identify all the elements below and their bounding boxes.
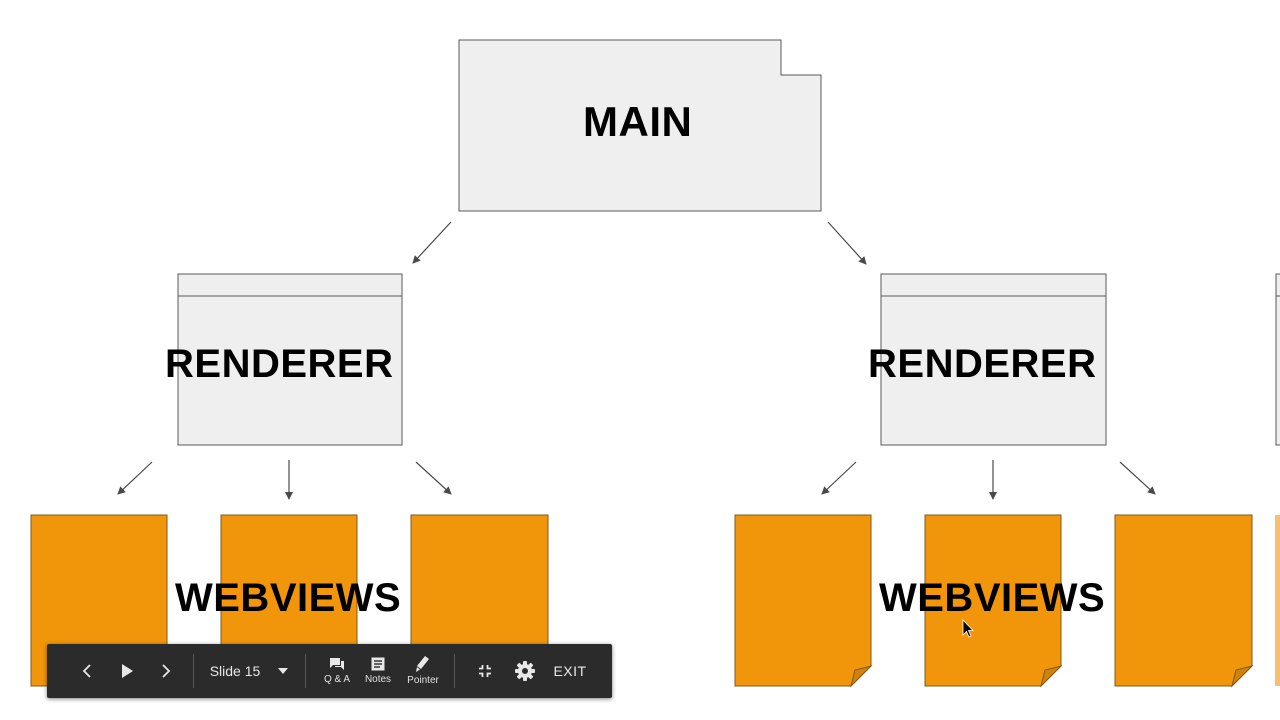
- arrow-renderer-left-to-webview-1: [117, 461, 153, 495]
- partial-webview-edge: [1275, 515, 1280, 686]
- arrow-main-to-renderer-right: [827, 221, 867, 265]
- gear-icon: [515, 661, 535, 681]
- exit-button[interactable]: EXIT: [549, 644, 591, 698]
- chevron-right-icon: [162, 664, 171, 678]
- caret-down-icon: [278, 668, 289, 674]
- exit-fullscreen-button[interactable]: [471, 644, 499, 698]
- exit-label: EXIT: [553, 663, 587, 679]
- laser-pointer-icon: [416, 656, 429, 672]
- toolbar-separator: [193, 654, 194, 688]
- play-button[interactable]: [113, 644, 141, 698]
- webview-page-right-3: [1114, 514, 1254, 688]
- play-icon: [122, 664, 133, 678]
- main-label: MAIN: [583, 98, 693, 145]
- webview-page-right-1: [734, 514, 873, 688]
- pointer-button[interactable]: Pointer: [402, 644, 444, 698]
- webview-page-right-2: [924, 514, 1063, 688]
- arrow-renderer-left-to-webview-3: [415, 461, 452, 495]
- exit-fullscreen-icon: [479, 665, 491, 677]
- webviews-right-label: WEBVIEWS: [879, 576, 1106, 620]
- arrow-renderer-right-to-webview-3: [1119, 461, 1156, 495]
- next-slide-button[interactable]: [152, 644, 180, 698]
- toolbar-separator: [454, 654, 455, 688]
- pointer-label: Pointer: [407, 675, 439, 686]
- slide-selector[interactable]: Slide 15: [199, 644, 299, 698]
- presenter-toolbar: Slide 15 Q & A Notes Pointer: [47, 644, 612, 698]
- chevron-left-icon: [82, 664, 91, 678]
- notes-icon: [371, 657, 385, 671]
- slide-number-label: Slide 15: [209, 663, 261, 679]
- renderer-left-box: [177, 273, 403, 446]
- chat-icon: [330, 658, 344, 670]
- previous-slide-button[interactable]: [73, 644, 101, 698]
- renderer-right-box: [880, 273, 1107, 446]
- mouse-cursor-icon: [962, 619, 974, 638]
- settings-button[interactable]: [510, 644, 540, 698]
- arrow-main-to-renderer-left: [412, 221, 452, 264]
- notes-label: Notes: [364, 674, 392, 685]
- renderer-partial-box: [1275, 273, 1280, 446]
- renderer-left-label: RENDERER: [165, 342, 394, 386]
- renderer-right-label: RENDERER: [868, 342, 1097, 386]
- toolbar-separator: [305, 654, 306, 688]
- main-box: [458, 39, 822, 212]
- qa-label: Q & A: [323, 674, 351, 685]
- arrow-renderer-right-to-webview-1: [821, 461, 857, 495]
- webviews-left-label: WEBVIEWS: [175, 576, 402, 620]
- qa-button[interactable]: Q & A: [317, 644, 357, 698]
- notes-button[interactable]: Notes: [360, 644, 396, 698]
